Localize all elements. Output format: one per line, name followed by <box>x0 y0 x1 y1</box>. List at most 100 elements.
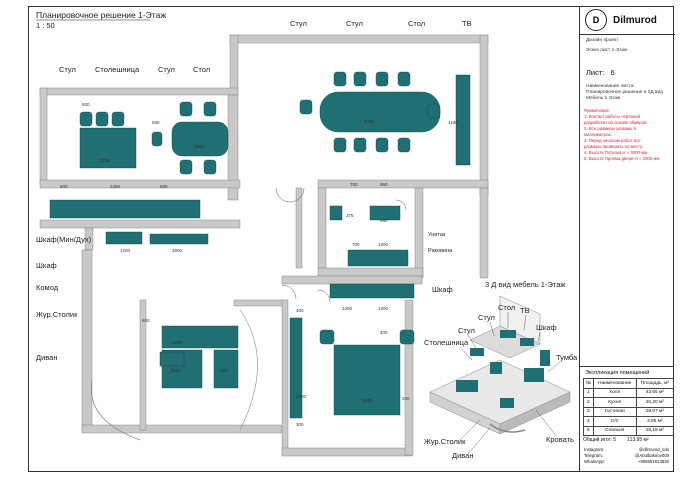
chair-11 <box>375 71 389 87</box>
svg-text:650: 650 <box>160 184 168 189</box>
svg-text:1200: 1200 <box>378 242 389 247</box>
project-label: Дизайн проект <box>586 38 619 43</box>
sofa-right <box>213 349 239 389</box>
contact-whatsapp: WhatsApp:+996551913530 <box>584 459 669 464</box>
view3d-leaders <box>459 312 561 455</box>
svg-text:1200: 1200 <box>120 248 131 253</box>
svg-text:300: 300 <box>296 422 304 427</box>
svg-text:750: 750 <box>350 182 358 187</box>
plan-labels: Стул Столешница Стул Стол Стул Стул Стол… <box>36 19 472 362</box>
bedroom-dresser <box>289 317 303 419</box>
contacts: Instagram:@dilmurod_nds Telegram:@Abulba… <box>579 447 674 465</box>
svg-text:Унитаз: Унитаз <box>428 232 446 238</box>
svg-text:650: 650 <box>152 120 160 125</box>
explication: Экспликация помещений № Наименование Пло… <box>579 366 675 443</box>
chair-17 <box>299 99 313 115</box>
svg-text:1200: 1200 <box>378 306 389 311</box>
chair-10 <box>353 71 367 87</box>
dining-table-small <box>171 121 229 157</box>
title-block: D Dilmurod Дизайн проект Эскиз лист 1-Эт… <box>579 6 675 472</box>
svg-text:1100: 1100 <box>448 120 458 125</box>
svg-text:ТВ: ТВ <box>520 306 530 315</box>
view3d-labels: Столешница Стул Стул Стол ТВ Шкаф Тумба … <box>424 303 578 460</box>
kitchen-countertop <box>49 199 201 219</box>
walls <box>39 34 489 457</box>
bed <box>333 344 401 416</box>
sink-counter <box>347 249 409 267</box>
nightstand-2 <box>399 329 415 345</box>
brand-logo: D <box>585 9 607 31</box>
svg-text:Шкаф: Шкаф <box>36 261 57 270</box>
chair-13 <box>333 137 347 153</box>
svg-text:Шкаф(Мин/Дух): Шкаф(Мин/Дух) <box>36 235 92 244</box>
svg-text:2400: 2400 <box>110 184 121 189</box>
bay-window <box>90 379 141 441</box>
view3d-title: 3 Д вид мебель 1-Этаж <box>485 280 565 289</box>
view3d <box>429 295 571 435</box>
sheet-name: Планировочное решение и 3Д вид Мебель 1-… <box>586 90 663 101</box>
contact-instagram: Instagram:@dilmurod_nds <box>584 447 669 452</box>
svg-text:375: 375 <box>346 213 354 218</box>
nightstand-1 <box>319 329 335 345</box>
svg-text:1800: 1800 <box>172 248 183 253</box>
svg-text:1200: 1200 <box>342 306 353 311</box>
svg-text:350: 350 <box>220 368 228 373</box>
svg-text:Раковина: Раковина <box>428 248 453 254</box>
chair-15 <box>375 137 389 153</box>
sofa-top <box>161 325 239 349</box>
sheet-number: Лист: 6 <box>586 68 615 77</box>
svg-text:Тумба: Тумба <box>556 353 578 362</box>
chair-1 <box>79 111 93 127</box>
svg-text:Стул: Стул <box>458 326 475 335</box>
svg-text:Стол: Стол <box>193 65 210 74</box>
wardrobe <box>149 233 209 245</box>
chair-8 <box>151 131 163 147</box>
chair-3 <box>111 111 125 127</box>
svg-text:Комод: Комод <box>36 283 59 292</box>
svg-text:400: 400 <box>380 330 388 335</box>
svg-text:2100: 2100 <box>170 368 181 373</box>
chair-9 <box>333 71 347 87</box>
svg-text:Стул: Стул <box>290 19 307 28</box>
contact-telegram: Telegram:@Abulbakirov000 <box>584 453 669 458</box>
svg-text:1200: 1200 <box>172 340 183 345</box>
svg-text:Стол: Стол <box>498 303 515 312</box>
tv-stand <box>455 74 471 166</box>
sheet-name-label: Наименование листа: <box>586 84 635 89</box>
svg-text:Стул: Стул <box>59 65 76 74</box>
svg-text:Шкаф: Шкаф <box>432 285 453 294</box>
furniture <box>49 71 471 419</box>
staircase <box>239 309 258 431</box>
dining-table <box>319 91 441 133</box>
svg-text:960: 960 <box>380 218 388 223</box>
bedroom-wardrobe <box>329 283 415 299</box>
svg-text:ТВ: ТВ <box>462 19 472 28</box>
svg-text:400: 400 <box>296 308 304 313</box>
svg-text:500: 500 <box>82 102 90 107</box>
svg-text:600: 600 <box>142 318 150 323</box>
svg-text:Диван: Диван <box>452 451 473 460</box>
chair-12 <box>397 71 411 87</box>
brand: D Dilmurod <box>580 6 675 35</box>
svg-text:3400: 3400 <box>364 119 375 124</box>
svg-text:Стул: Стул <box>346 19 363 28</box>
chair-5 <box>203 101 217 117</box>
svg-text:Жур.Столик: Жур.Столик <box>36 310 78 319</box>
chair-4 <box>179 101 193 117</box>
svg-text:Столешница: Столешница <box>95 65 140 74</box>
explication-title: Экспликация помещений <box>579 366 674 378</box>
chair-6 <box>179 159 193 175</box>
shower <box>369 205 401 221</box>
svg-text:2300: 2300 <box>296 394 307 399</box>
kitchen-island <box>79 127 137 169</box>
chair-2 <box>95 111 109 127</box>
plan-title: Планировочное решение 1-Этаж <box>36 10 166 20</box>
door-swings <box>275 187 407 303</box>
svg-text:250: 250 <box>402 396 410 401</box>
